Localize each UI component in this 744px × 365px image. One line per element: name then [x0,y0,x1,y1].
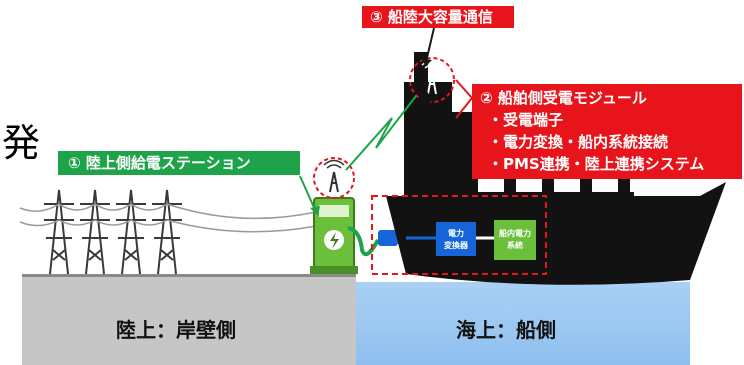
station-comm-ring [313,157,355,199]
onboard-label-line1: 船内電力 [499,228,531,238]
converter-box [436,222,476,256]
cropped-heading-fragment: 発 [2,121,41,165]
connector-line [455,97,473,119]
module-item: ・PMS連携・陸上連携システム [488,155,705,173]
tower-icon [80,189,110,275]
ship-mast [414,52,428,86]
connector-line [425,27,435,63]
station-label: ① 陸上側給電ステーション [58,151,300,175]
power-line [19,219,317,233]
power-line [19,203,317,220]
module-label: ② 船舶側受電モジュール ・受電端子 ・電力変換・船内系統接続 ・PMS連携・陸… [472,84,742,179]
transmission-towers [44,189,182,275]
land-zone-label: 陸上：岸壁側 [116,318,236,342]
connector-line [299,175,317,213]
onboard-label-line2: 系統 [507,240,523,250]
tower-icon [152,189,182,275]
land-zone [22,276,356,365]
land-zone-top-line [22,274,356,277]
module-item: ・電力変換・船内系統接続 [488,133,669,151]
ship-hull [386,182,726,285]
comm-label: ③ 船陸大容量通信 [362,6,514,28]
module-title: ② 船舶側受電モジュール [480,89,647,107]
wireless-link-icon [345,95,417,171]
antenna-icon [427,71,437,95]
ship-comm-ring [409,57,455,103]
converter-label-line1: 電力 [448,228,464,238]
converter-label-line2: 変換器 [444,240,469,250]
connector-line [455,79,473,99]
arrow-head [420,58,432,66]
sea-zone [356,282,690,365]
charging-station [310,157,358,274]
plug-icon [378,230,398,246]
onboard-system-box [494,220,536,260]
sea-zone-label: 海上：船側 [456,318,556,342]
antenna-icon [329,171,339,193]
tower-icon [116,189,146,275]
module-frame [371,195,547,275]
module-item: ・受電端子 [488,111,564,129]
arrow-head [310,206,320,216]
tower-icon [44,189,74,275]
